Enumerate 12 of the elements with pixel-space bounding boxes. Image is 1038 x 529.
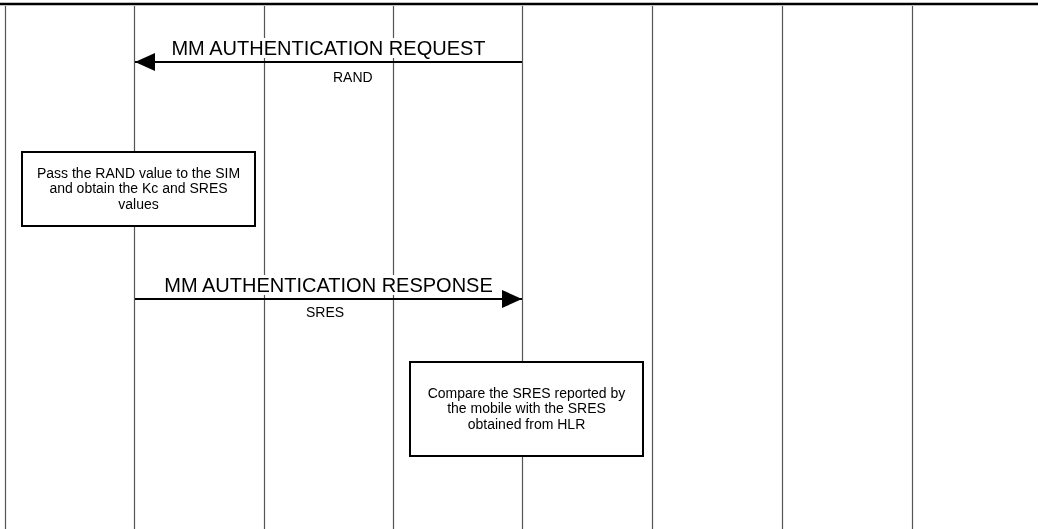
parameter-label: SRES [306,305,345,319]
process-box: Pass the RAND value to the SIM and obtain the Kc and SRES values [21,151,256,227]
message-label: MM AUTHENTICATION REQUEST [170,38,487,58]
message-arrow [134,53,523,71]
process-box: Compare the SRES reported by the mobile with the SRES obtained from HLR [409,361,644,457]
lifeline [4,5,7,529]
parameter-label: RAND [333,70,373,84]
message-arrow [134,290,523,308]
lifeline [911,5,914,529]
lifeline [781,5,784,529]
message-label: MM AUTHENTICATION RESPONSE [163,275,494,295]
lifeline [651,5,654,529]
